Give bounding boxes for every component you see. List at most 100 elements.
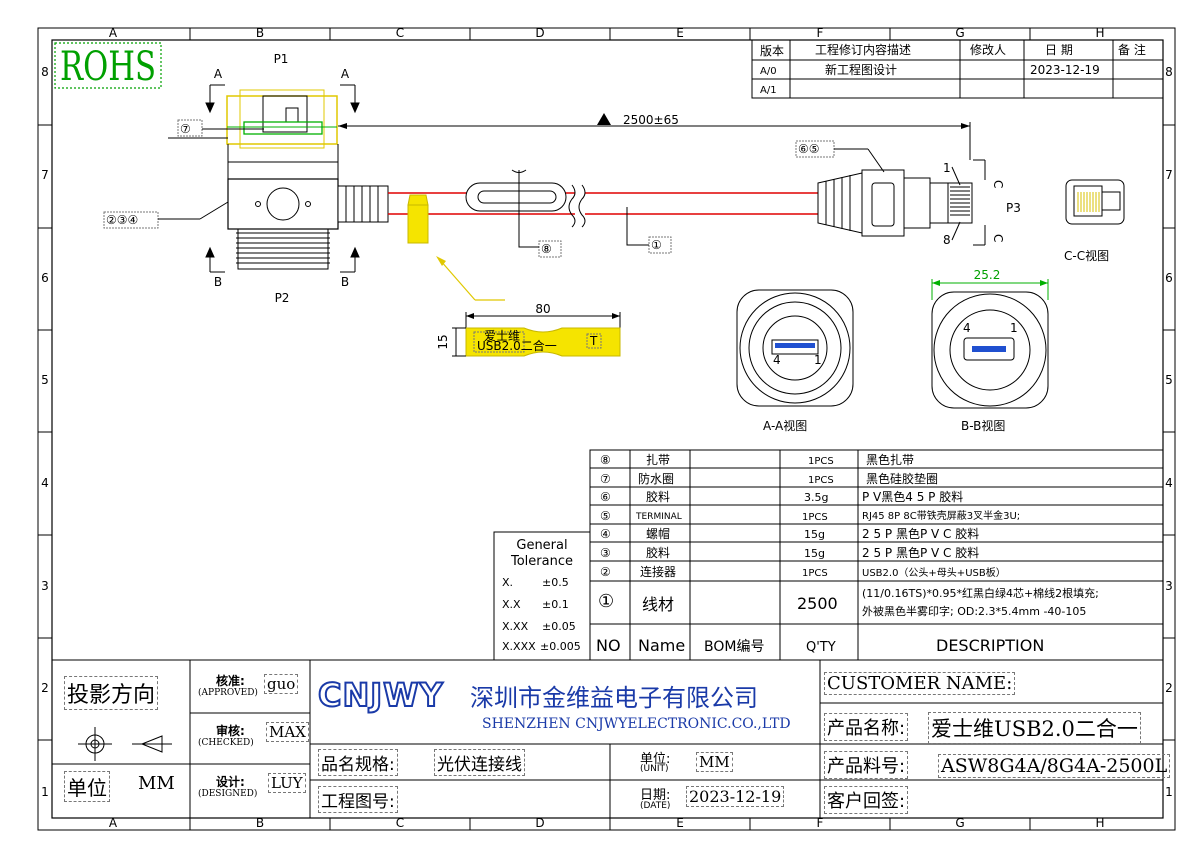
company-name-cn: 深圳市金维益电子有限公司 <box>470 684 758 712</box>
p2-body <box>227 178 339 230</box>
rj45-boot-inner <box>871 182 895 227</box>
zone-number: 1 <box>1165 785 1173 799</box>
bom-row-name: 连接器 <box>640 564 676 579</box>
zone-letter: E <box>676 816 684 830</box>
zone-number: 8 <box>41 65 49 79</box>
drawing-no-label: 工程图号: <box>318 786 398 813</box>
zone-letter: H <box>1095 26 1104 40</box>
rev-header-modifier: 修改人 <box>970 42 1006 57</box>
unit-value: MM <box>138 773 175 794</box>
company-logo: CNJWY <box>317 675 444 715</box>
bom-row-no: ⑥ <box>600 490 611 504</box>
bom-header-bom: BOM编号 <box>704 639 764 655</box>
revision-table <box>751 39 1164 99</box>
outer-frame <box>37 27 1176 831</box>
part-no-label: 产品料号: <box>824 751 909 779</box>
cable-tie <box>465 169 567 220</box>
rev-header-version: 版本 <box>760 44 784 58</box>
tolerance-value: ±0.005 <box>540 640 581 653</box>
zone-letter: G <box>955 816 964 830</box>
product-name-label: 产品名称: <box>824 713 909 741</box>
cable <box>388 192 820 215</box>
bom-row-desc: 2 5 P 黑色P V C 胶料 <box>862 526 979 541</box>
zone-number: 1 <box>41 785 49 799</box>
bom-cable-no: ① <box>598 591 614 612</box>
view-cc-label: C-C视图 <box>1064 248 1109 263</box>
spec-value: 光伏连接线 <box>434 749 525 776</box>
p2-thread <box>236 228 330 270</box>
callout-8: ⑧ <box>541 242 552 256</box>
bom-row-name: 防水圈 <box>638 471 674 486</box>
zone-letter: D <box>535 26 544 40</box>
bom-row-desc: 黑色扎带 <box>866 453 914 467</box>
bom-row-desc: RJ45 8P 8C带铁壳屏蔽3叉半金3U; <box>862 509 1020 522</box>
rj45-strain-relief <box>817 172 863 234</box>
bom-row-qty: 1PCS <box>808 475 834 486</box>
rj45-plug <box>903 177 931 229</box>
projection-symbol-icon <box>78 727 172 761</box>
label-width-dim: 80 <box>535 302 550 316</box>
bom-cable-qty: 2500 <box>797 594 838 613</box>
bom-cable-desc-2: 外被黑色半雾印字; OD:2.3*5.4mm -40-105 <box>862 604 1086 618</box>
zone-letter: F <box>817 816 824 830</box>
waterproof-ring <box>243 121 323 135</box>
svg-text:1: 1 <box>1010 321 1018 335</box>
section-a-left: A <box>214 67 223 81</box>
zone-number: 3 <box>41 579 49 593</box>
bom-row-no: ⑧ <box>600 453 611 467</box>
bom-row-no: ② <box>600 565 611 579</box>
svg-text:1: 1 <box>814 353 822 367</box>
bom-row-name: 胶料 <box>646 489 670 504</box>
rohs-mark: ROHS <box>60 44 156 90</box>
bom-row-desc: 黑色硅胶垫圈 <box>866 471 938 486</box>
tolerance-title-2: Tolerance <box>510 554 573 569</box>
checked-by: MAX <box>266 722 309 742</box>
bom-row-desc: 2 5 P 黑色P V C 胶料 <box>862 545 979 560</box>
p1-plug-slot <box>285 107 299 123</box>
callout-1: ① <box>651 238 662 252</box>
zone-number: 7 <box>1165 168 1173 182</box>
zone-letter: D <box>535 816 544 830</box>
p3-label: P3 <box>1006 201 1021 215</box>
zone-number: 3 <box>1165 579 1173 593</box>
rev-header-date: 日 期 <box>1045 43 1073 57</box>
bom-row-no: ④ <box>600 527 611 541</box>
tolerance-key: X. <box>502 576 513 589</box>
bom-row-qty: 1PCS <box>802 512 828 523</box>
designed-by: LUY <box>268 773 306 793</box>
zone-number: 7 <box>41 168 49 182</box>
bom-row-desc: USB2.0（公头+母头+USB板） <box>862 566 1006 579</box>
section-a-right: A <box>341 67 350 81</box>
p1-plug <box>262 95 308 133</box>
rj45-front-view <box>1065 179 1125 225</box>
zone-number: 6 <box>1165 271 1173 285</box>
zone-number: 6 <box>41 271 49 285</box>
section-c-bottom: C <box>991 234 1005 242</box>
view-aa-label: A-A视图 <box>763 418 807 433</box>
tolerance-value: ±0.5 <box>542 576 569 589</box>
part-no-value: ASW8G4A/8G4A-2500L <box>938 754 1171 778</box>
customer-name-label: CUSTOMER NAME: <box>824 672 1016 695</box>
p2-label: P2 <box>275 291 290 305</box>
zone-number: 5 <box>1165 373 1173 387</box>
bom-row-qty: 3.5g <box>804 491 828 504</box>
zone-number: 5 <box>41 373 49 387</box>
zone-letter: G <box>955 26 964 40</box>
section-b-marks <box>205 246 360 273</box>
zone-number: 2 <box>41 681 49 695</box>
left-strain-relief <box>337 185 389 223</box>
tolerance-key: X.X <box>502 598 521 611</box>
section-b-right: B <box>341 275 349 289</box>
date-cn: 日期: <box>640 788 671 803</box>
inner-frame <box>51 39 1164 819</box>
rev-row-version: A/0 <box>760 66 777 77</box>
label-t-mark: T <box>589 334 598 348</box>
bom-row-qty: 1PCS <box>802 568 828 579</box>
rev-row-version: A/1 <box>760 85 777 96</box>
zone-number: 4 <box>41 476 49 490</box>
designed-en: (DESIGNED) <box>198 789 258 799</box>
bom-row-qty: 1PCS <box>808 456 834 467</box>
rj45-plug-tip <box>929 182 949 224</box>
pin-1-label: 1 <box>943 161 951 175</box>
